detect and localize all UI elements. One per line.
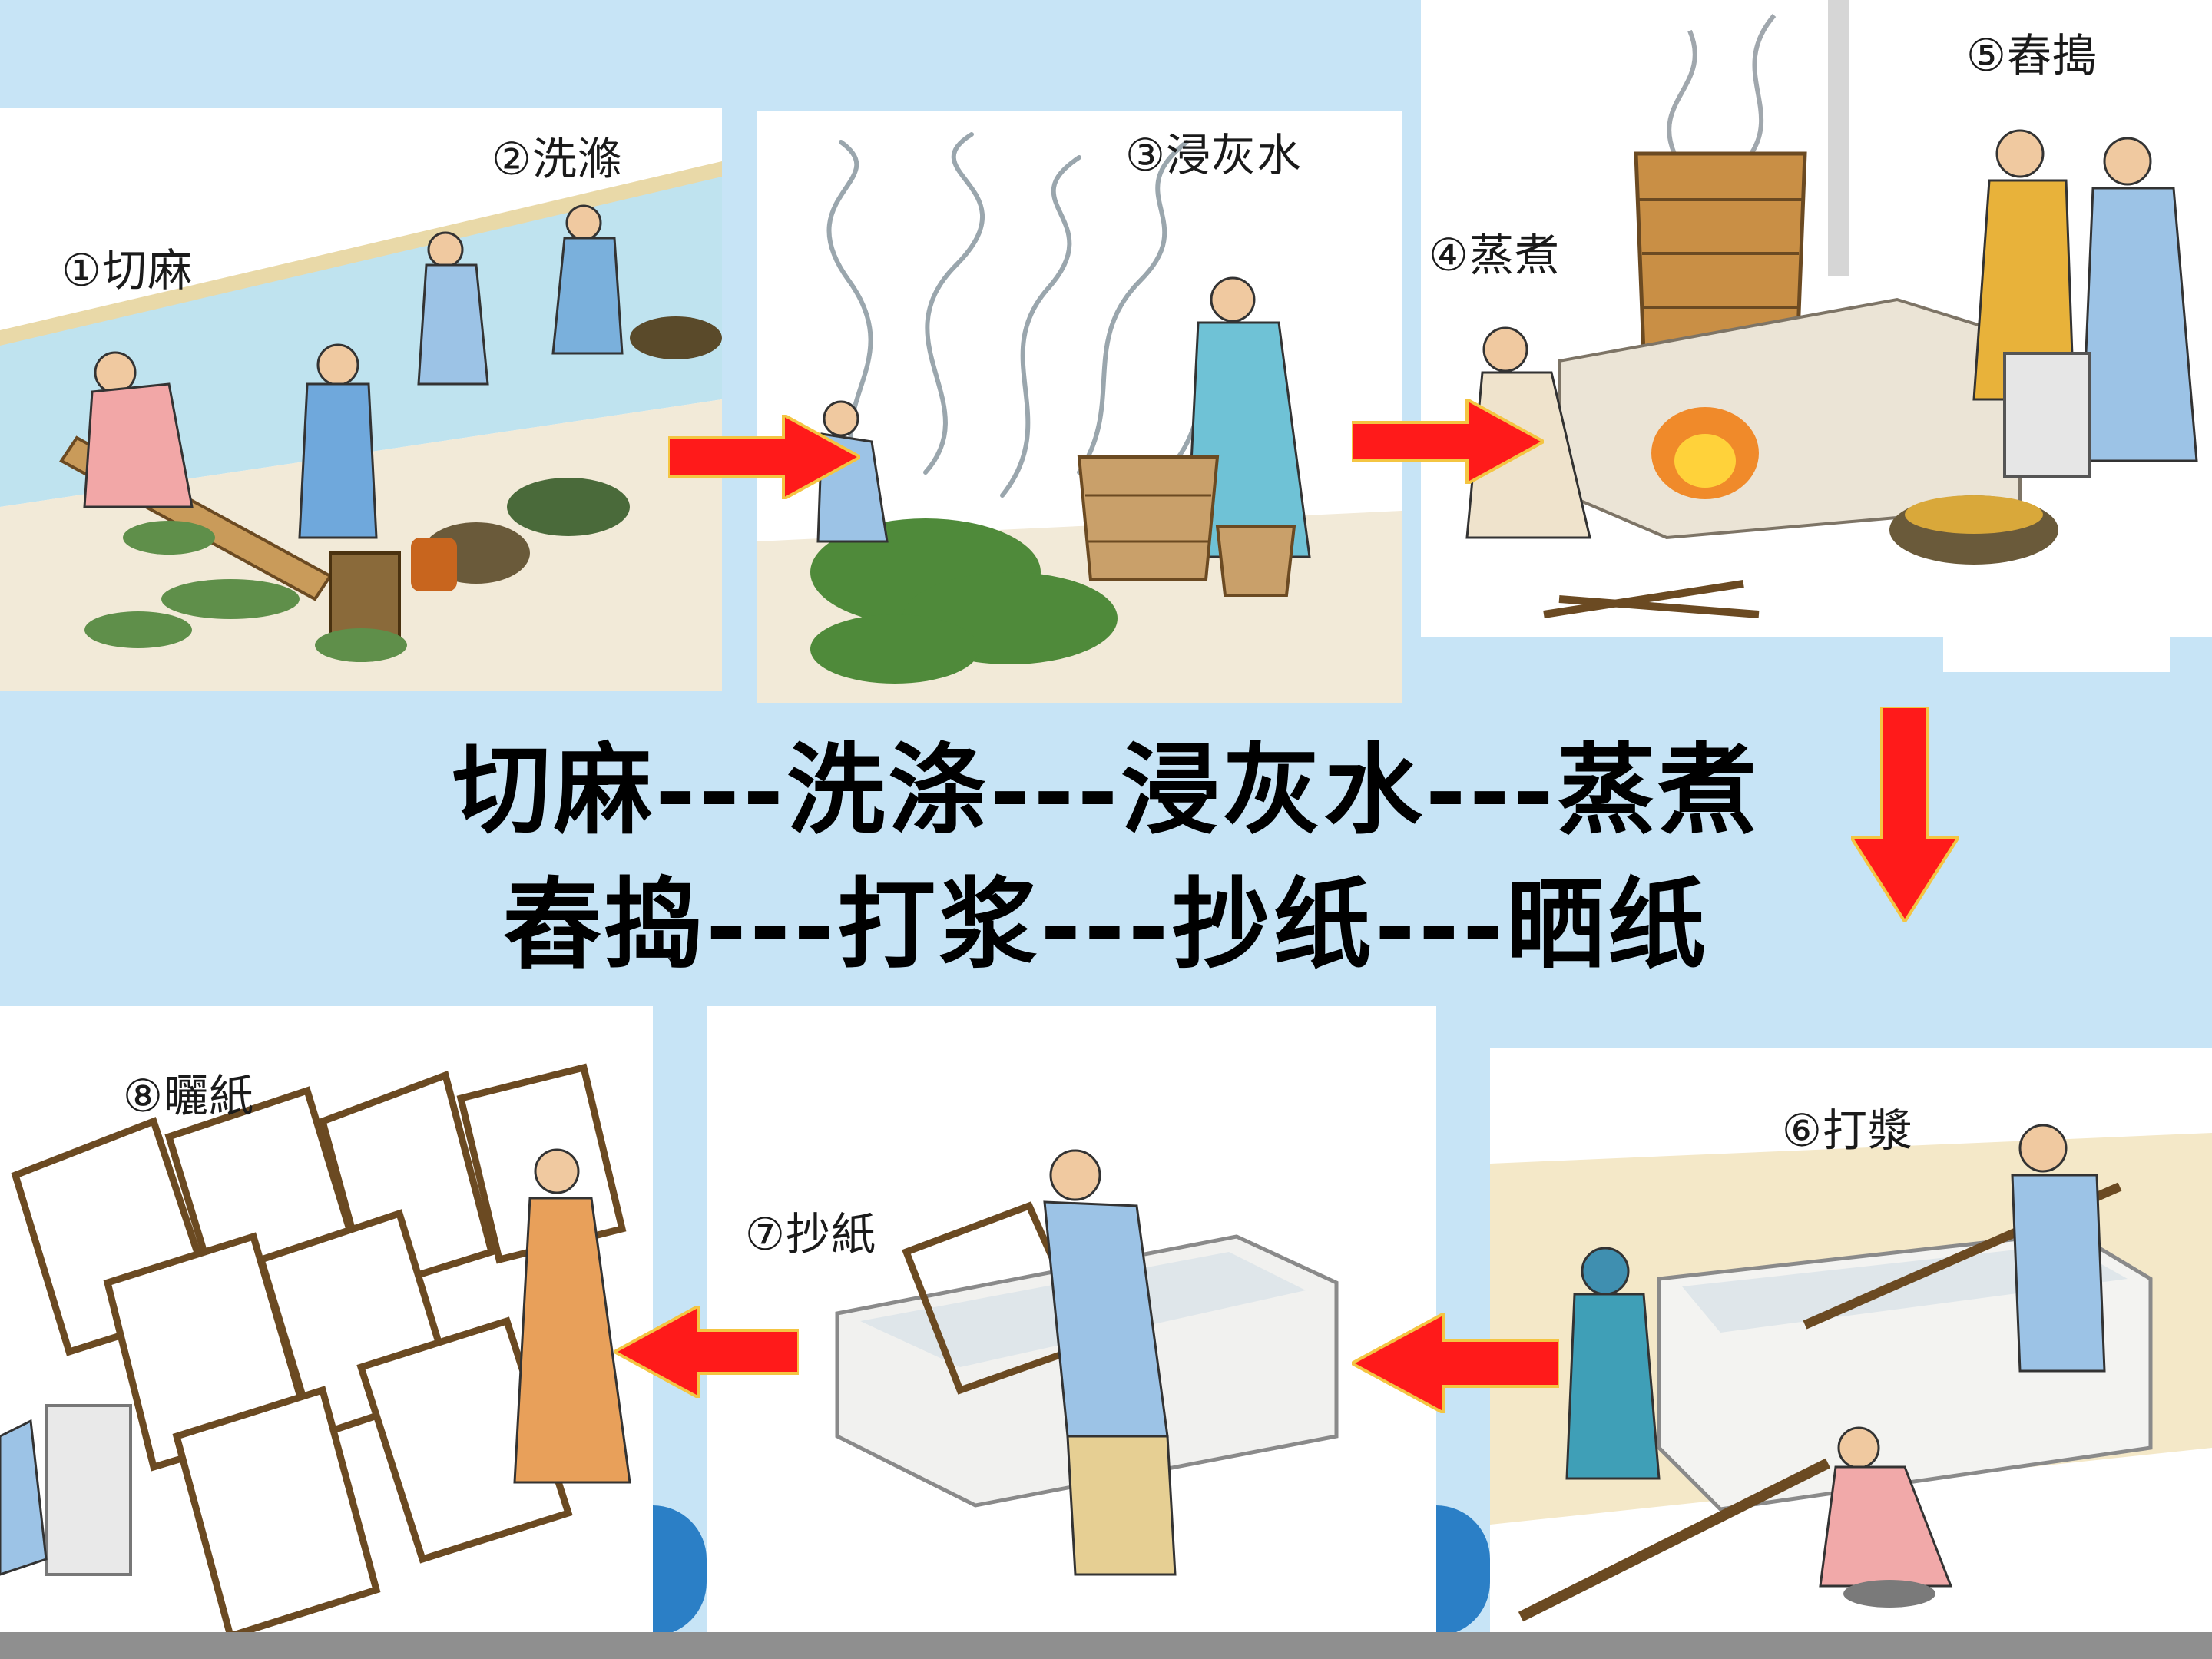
red-arrow-icon-left-1 — [1352, 1313, 1559, 1413]
panel-cut-wash: ①切麻 ②洗滌 — [0, 108, 722, 691]
step-label-cut: ①切麻 — [61, 234, 193, 299]
panel-steam-notch — [1943, 630, 2170, 672]
red-arrow-icon-right-2 — [1352, 399, 1544, 484]
decor-blue-circle-right — [1436, 1505, 1490, 1636]
step-label-sheet: ⑦抄紙 — [745, 1198, 876, 1263]
red-arrow-icon-right-1 — [668, 415, 860, 499]
step-label-steam: ④蒸煮 — [1429, 219, 1560, 283]
step-label-pound: ⑤舂搗 — [1966, 19, 2098, 84]
scene-cut-wash-illustration — [0, 108, 722, 691]
scene-steam-pound-illustration — [1421, 0, 2212, 637]
panel-lime-soak: ③浸灰水 — [757, 111, 1402, 703]
panel-drying: ⑧曬紙 — [0, 1006, 653, 1636]
panel-sheet-making: ⑦抄紙 — [707, 1006, 1436, 1636]
panel-beating: ⑥打漿 — [1490, 1048, 2212, 1632]
panel-steam-pound: ④蒸煮 ⑤舂搗 — [1421, 0, 2212, 637]
red-arrow-icon-left-2 — [614, 1306, 799, 1398]
red-arrow-icon-down — [1851, 707, 1959, 922]
scene-drying-illustration — [0, 1006, 653, 1636]
decor-blue-circle-left — [653, 1505, 707, 1636]
step-label-beat: ⑥打漿 — [1782, 1094, 1913, 1159]
step-label-lime: ③浸灰水 — [1125, 119, 1302, 184]
scene-lime-soak-illustration — [757, 111, 1402, 703]
step-label-dry: ⑧曬紙 — [123, 1060, 254, 1124]
bottom-gray-bar — [0, 1632, 2212, 1659]
scene-sheet-making-illustration — [707, 1006, 1436, 1636]
step-label-wash: ②洗滌 — [492, 123, 623, 187]
